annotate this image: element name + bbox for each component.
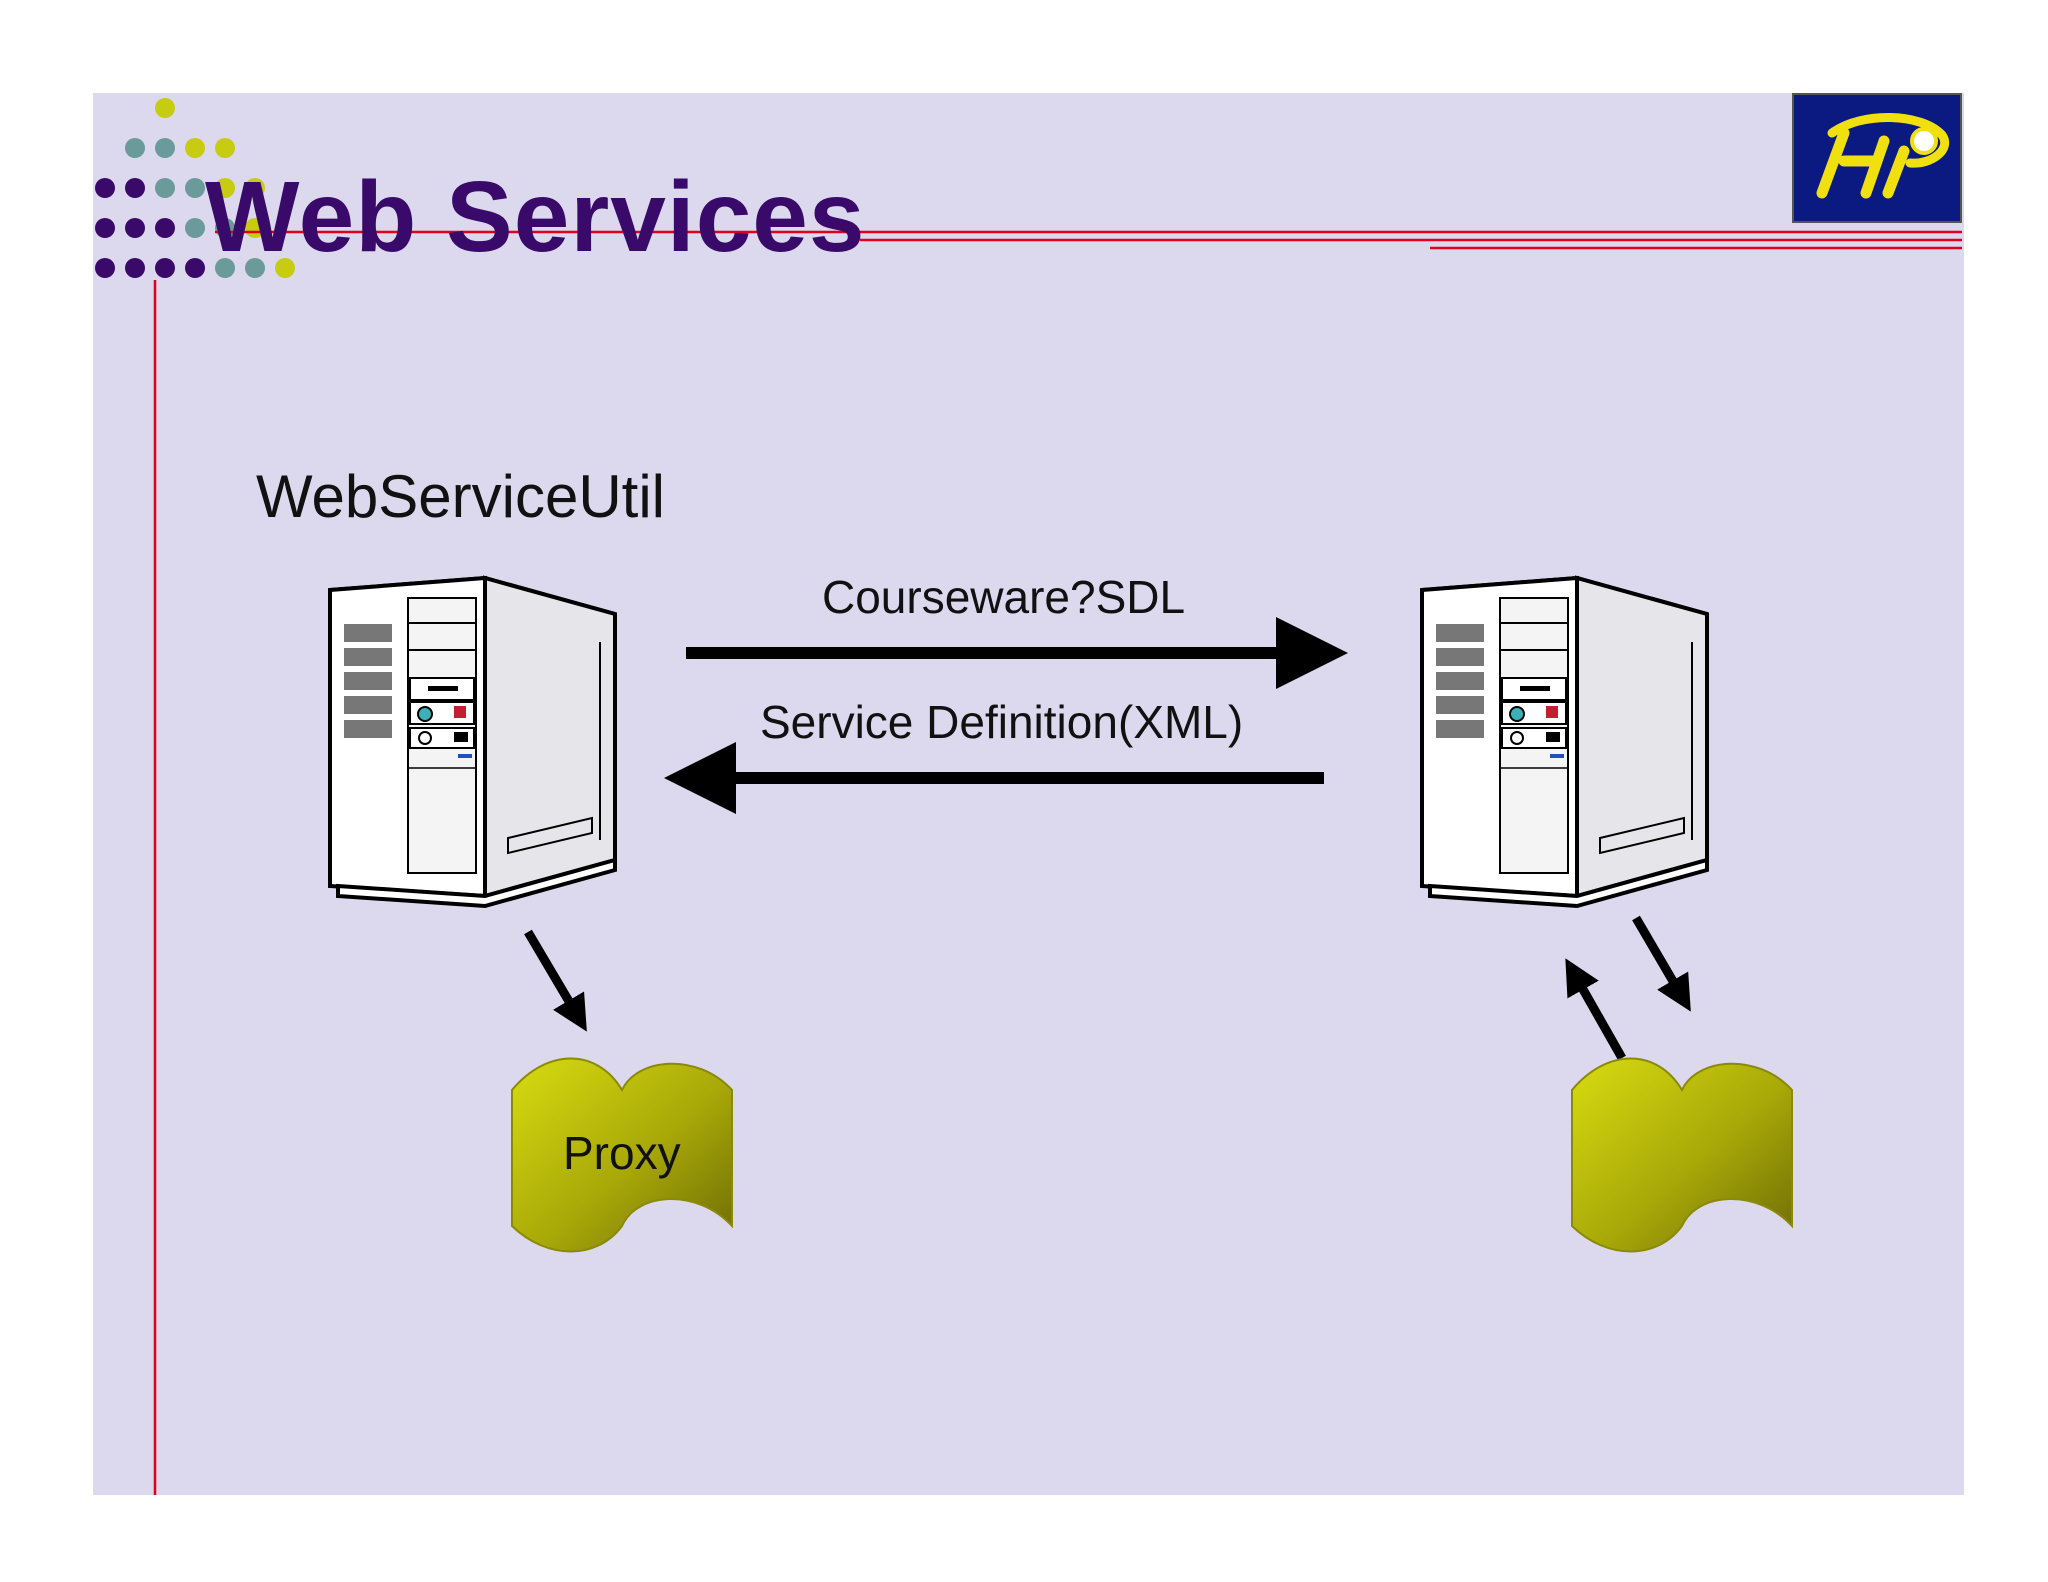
decorative-dots xyxy=(95,98,295,278)
proxy-label: Proxy xyxy=(563,1127,681,1179)
response-label: Service Definition(XML) xyxy=(760,696,1244,748)
store-to-server-arrow xyxy=(1565,958,1626,1061)
server-to-store-arrow xyxy=(1632,915,1691,1012)
client-label: WebServiceUtil xyxy=(256,463,666,530)
service-scroll-icon xyxy=(1571,1057,1793,1253)
client-server-icon xyxy=(328,576,617,908)
request-label: Courseware?SDL xyxy=(822,571,1186,623)
accent-lines xyxy=(153,230,1962,1495)
client-to-proxy-arrow xyxy=(524,929,587,1032)
slide-title: Web Services xyxy=(205,161,866,273)
service-server-icon xyxy=(1420,576,1709,908)
company-logo xyxy=(1792,93,1962,223)
